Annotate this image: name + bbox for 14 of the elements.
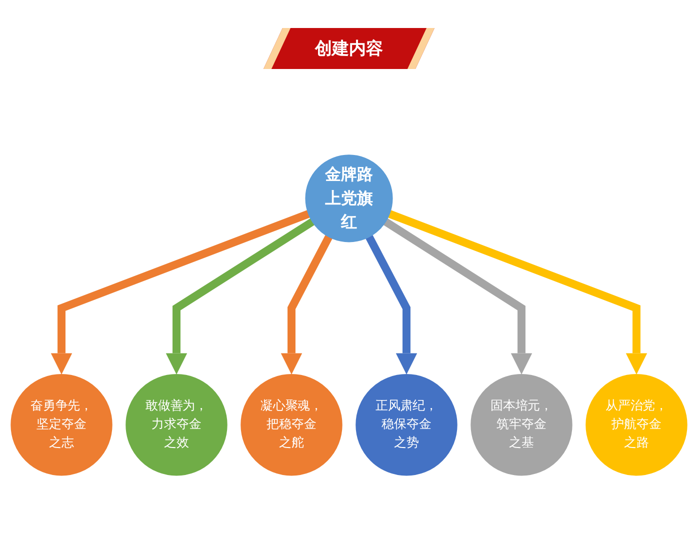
- arrow: [280, 234, 332, 374]
- topic-circle: 敢做善为，力求夺金之效: [126, 374, 228, 476]
- topic-circle: 正风肃纪，稳保夺金之势: [356, 374, 458, 476]
- hub-circle: 金牌路上党旗红: [305, 154, 393, 242]
- arrow: [366, 234, 418, 374]
- arrow: [388, 210, 648, 374]
- topic-circle: 从严治党，护航夺金之路: [586, 374, 688, 476]
- topic-circle: 固本培元，筑牢夺金之基: [470, 374, 572, 476]
- arrow: [166, 218, 315, 374]
- arrow: [50, 210, 310, 374]
- topic-circle: 奋勇争先，坚定夺金之志: [10, 374, 112, 476]
- topic-circle: 凝心聚魂，把稳夺金之舵: [240, 374, 342, 476]
- arrow: [383, 218, 532, 374]
- title-banner: 创建内容: [263, 28, 435, 68]
